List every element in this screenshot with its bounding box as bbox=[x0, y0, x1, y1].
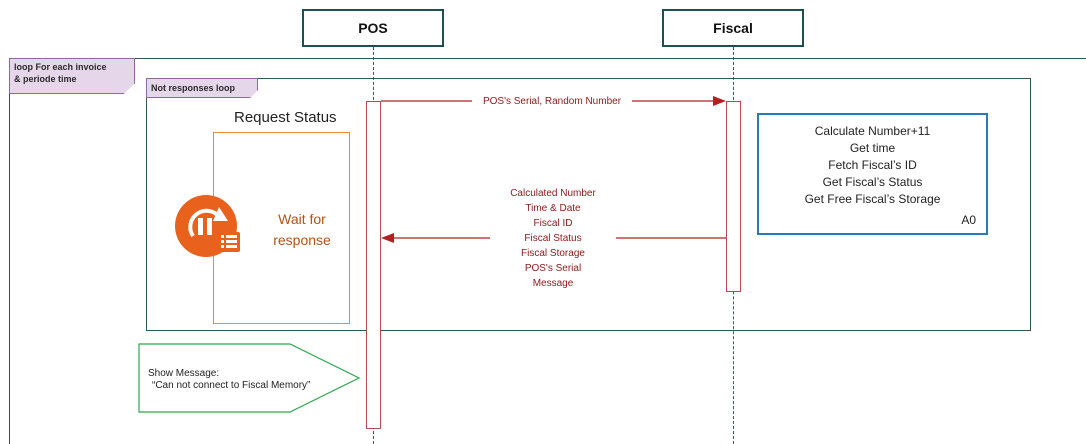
not-responses-loop-frame bbox=[146, 78, 1031, 331]
note-tag: A0 bbox=[961, 213, 976, 227]
show-message-line-2: “Can not connect to Fiscal Memory” bbox=[152, 380, 311, 391]
wait-line-2: response bbox=[273, 232, 331, 248]
fiscal-process-note[interactable]: Calculate Number+11 Get time Fetch Fisca… bbox=[757, 113, 988, 235]
pos-activation-bar bbox=[366, 101, 381, 429]
note-line: Calculate Number+11 bbox=[814, 124, 931, 138]
response-label-line: Fiscal Status bbox=[490, 231, 616, 246]
participant-fiscal[interactable]: Fiscal bbox=[662, 9, 804, 47]
not-responses-loop-label: Not responses loop bbox=[151, 83, 236, 93]
show-message-shape[interactable] bbox=[138, 343, 362, 415]
response-message-label: Calculated Number Time & Date Fiscal ID … bbox=[490, 186, 616, 291]
loop-frame-label-line1: loop For each invoice bbox=[14, 62, 107, 72]
response-arrowhead-icon bbox=[381, 233, 394, 243]
pause-circle-list-icon bbox=[175, 195, 240, 257]
response-label-line: Fiscal ID bbox=[490, 216, 616, 231]
note-line: Get Fiscal’s Status bbox=[822, 175, 923, 189]
request-message-label: POS's Serial, Random Number bbox=[472, 94, 632, 109]
note-line: Get time bbox=[849, 141, 896, 155]
loop-frame bbox=[9, 58, 1086, 444]
wait-line-1: Wait for bbox=[278, 211, 326, 227]
request-status-title: Request Status bbox=[234, 109, 337, 126]
not-responses-loop-tag: Not responses loop bbox=[146, 78, 258, 98]
note-line: Get Free Fiscal’s Storage bbox=[804, 192, 941, 206]
fiscal-activation-bar bbox=[726, 101, 741, 292]
response-label-line: Time & Date bbox=[490, 201, 616, 216]
show-message-text: Show Message: “Can not connect to Fiscal… bbox=[148, 368, 348, 392]
loop-frame-label-line2: & periode time bbox=[14, 74, 77, 84]
loop-frame-tag: loop For each invoice & periode time bbox=[9, 58, 135, 94]
note-line: Fetch Fiscal’s ID bbox=[828, 158, 917, 172]
response-label-line: Fiscal Storage bbox=[490, 246, 616, 261]
participant-fiscal-label: Fiscal bbox=[713, 20, 753, 36]
request-arrowhead-icon bbox=[713, 96, 726, 106]
participant-pos-label: POS bbox=[358, 20, 388, 36]
show-message-line-1: Show Message: bbox=[148, 368, 220, 379]
response-label-line: Calculated Number bbox=[490, 186, 616, 201]
wait-for-response-text: Wait for response bbox=[262, 209, 342, 251]
response-label-line: POS's Serial bbox=[490, 261, 616, 276]
participant-pos[interactable]: POS bbox=[302, 9, 444, 47]
response-label-line: Message bbox=[490, 276, 616, 291]
